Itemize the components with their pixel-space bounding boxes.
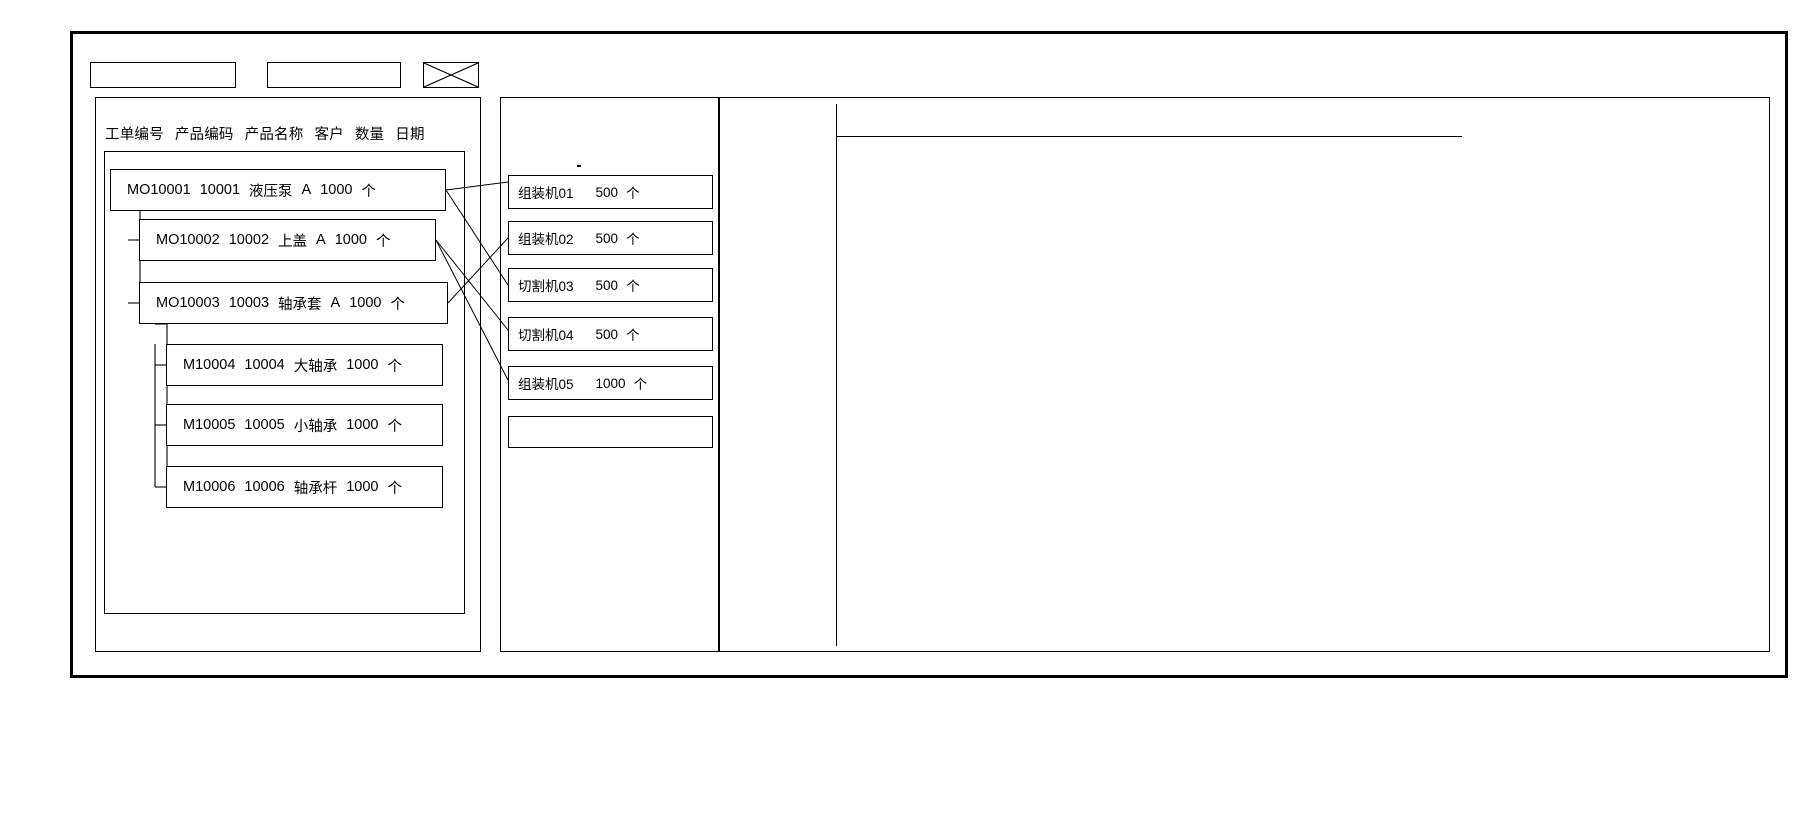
row-product-code: 10006 — [244, 479, 285, 495]
row-product-name: 液压泵 — [249, 183, 293, 200]
column-header-date: 日期 — [395, 126, 425, 143]
row-order-no: M10005 — [183, 417, 236, 433]
machine-unit: 个 — [626, 232, 640, 247]
row-unit: 个 — [361, 183, 376, 200]
machine-unit: 个 — [633, 377, 648, 392]
machine-name: 切割机04 — [518, 328, 574, 343]
row-unit: 个 — [387, 358, 403, 375]
row-unit: 个 — [390, 296, 405, 313]
crossed-box-placeholder-icon[interactable] — [423, 62, 479, 88]
machine-quantity: 500 — [595, 277, 619, 293]
row-product-code: 10002 — [228, 232, 270, 248]
machine-schedule-item[interactable]: 组装机05 1000 个 — [508, 366, 713, 400]
machine-quantity: 500 — [595, 230, 619, 246]
row-quantity: 1000 — [346, 357, 379, 373]
work-order-row[interactable]: M10005 10005 小轴承 1000 个 — [166, 404, 443, 446]
machine-name: 切割机03 — [518, 279, 574, 294]
machine-quantity: 500 — [595, 326, 619, 342]
toolbar-field-2[interactable] — [267, 62, 401, 88]
row-product-code: 10005 — [244, 417, 285, 433]
work-order-row[interactable]: M10006 10006 轴承杆 1000 个 — [166, 466, 443, 508]
column-header-customer: 客户 — [314, 126, 344, 143]
row-quantity: 1000 — [349, 295, 382, 311]
column-header-product-name: 产品名称 — [244, 126, 304, 143]
work-order-row[interactable]: M10004 10004 大轴承 1000 个 — [166, 344, 443, 386]
row-unit: 个 — [387, 418, 403, 435]
detail-inner-divider — [836, 104, 1461, 646]
row-product-code: 10004 — [244, 357, 285, 373]
toolbar — [90, 62, 510, 92]
machine-schedule-item[interactable]: 切割机04 500 个 — [508, 317, 713, 351]
machine-unit: 个 — [626, 279, 640, 294]
machine-schedule-empty-slot[interactable] — [508, 416, 713, 448]
machine-schedule-item[interactable]: 组装机02 500 个 — [508, 221, 713, 255]
detail-panel — [719, 97, 1770, 652]
machine-quantity: 1000 — [595, 375, 626, 391]
column-header-row: 工单编号 产品编码 产品名称 客户 数量 日期 — [105, 123, 465, 143]
machine-schedule-item[interactable]: 组装机01 500 个 — [508, 175, 713, 209]
column-header-order-no: 工单编号 — [105, 126, 164, 143]
row-quantity: 1000 — [334, 232, 367, 248]
row-order-no: M10006 — [183, 479, 236, 495]
detail-header-divider — [837, 136, 1462, 137]
row-product-name: 大轴承 — [293, 358, 338, 375]
machine-name: 组装机01 — [518, 186, 574, 201]
row-product-name: 小轴承 — [293, 418, 338, 435]
machine-schedule-item[interactable]: 切割机03 500 个 — [508, 268, 713, 302]
work-order-row[interactable]: MO10001 10001 液压泵 A 1000 个 — [110, 169, 446, 211]
row-customer: A — [301, 182, 312, 198]
row-order-no: M10004 — [183, 357, 236, 373]
row-customer: A — [316, 232, 326, 248]
row-unit: 个 — [387, 480, 403, 497]
row-product-code: 10003 — [228, 295, 270, 311]
row-order-no: MO10003 — [156, 295, 220, 311]
work-order-row[interactable]: MO10002 10002 上盖 A 1000 个 — [139, 219, 436, 261]
machine-quantity: 500 — [595, 184, 619, 200]
row-unit: 个 — [375, 233, 391, 250]
machine-name: 组装机05 — [518, 377, 574, 392]
row-quantity: 1000 — [346, 417, 379, 433]
middle-panel-marker — [577, 165, 581, 167]
row-customer: A — [330, 295, 341, 311]
row-product-name: 轴承套 — [278, 296, 322, 313]
row-product-name: 轴承杆 — [293, 480, 338, 497]
machine-unit: 个 — [626, 186, 640, 201]
work-order-row[interactable]: MO10003 10003 轴承套 A 1000 个 — [139, 282, 448, 324]
toolbar-field-1[interactable] — [90, 62, 236, 88]
row-quantity: 1000 — [320, 182, 353, 198]
row-quantity: 1000 — [346, 479, 379, 495]
column-header-quantity: 数量 — [354, 126, 385, 143]
machine-name: 组装机02 — [518, 232, 574, 247]
row-order-no: MO10001 — [127, 182, 191, 198]
row-product-code: 10001 — [199, 182, 241, 198]
column-header-product-code: 产品编码 — [174, 126, 234, 143]
row-product-name: 上盖 — [278, 233, 308, 250]
row-order-no: MO10002 — [156, 232, 220, 248]
machine-unit: 个 — [626, 328, 640, 343]
